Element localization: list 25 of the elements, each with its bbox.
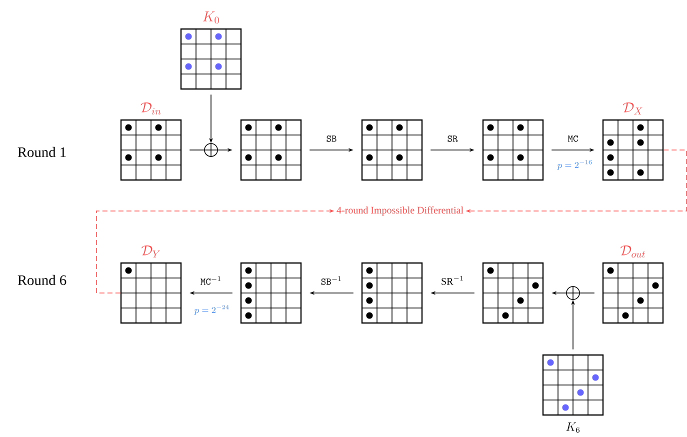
state-label: $K_0$ xyxy=(202,11,219,24)
edge-label: $\mathtt{SB}^{-1}$ xyxy=(320,275,344,286)
state-label: $\mathcal{D}_{Y}$ xyxy=(141,245,160,258)
state-grid xyxy=(361,262,423,324)
probability-label: $p=2^{-16}$ xyxy=(557,160,592,170)
state-grid xyxy=(240,262,302,324)
state-grid xyxy=(361,119,423,181)
round-label: Round 1 xyxy=(18,146,66,158)
differential-label: 4-round Impossible Differential xyxy=(336,206,464,216)
state-label: $\mathcal{D}_{X}$ xyxy=(622,102,642,114)
state-grid xyxy=(482,119,544,181)
edge-label: $\mathtt{SB}$ xyxy=(325,134,338,143)
xor-symbol xyxy=(566,286,580,300)
edge-label: $\mathtt{SR}$ xyxy=(446,134,459,143)
state-label: $\mathcal{D}_{in}$ xyxy=(140,102,161,115)
edge-label: $\mathrm{SR}^{-1}$ xyxy=(440,275,465,286)
xor-symbol xyxy=(204,142,218,158)
state-label: $\mathcal{D}_{out}$ xyxy=(620,245,646,258)
edge-label: $\mathtt{MC}^{-1}$ xyxy=(199,275,223,286)
probability-label: $p=2^{-24}$ xyxy=(194,305,229,315)
state-grid xyxy=(482,262,544,324)
edge-label: $\mathtt{MC}$ xyxy=(566,134,580,143)
key-label: $K_6$ xyxy=(566,422,580,433)
state-grid xyxy=(240,119,302,181)
round-label: Round 6 xyxy=(18,274,66,286)
